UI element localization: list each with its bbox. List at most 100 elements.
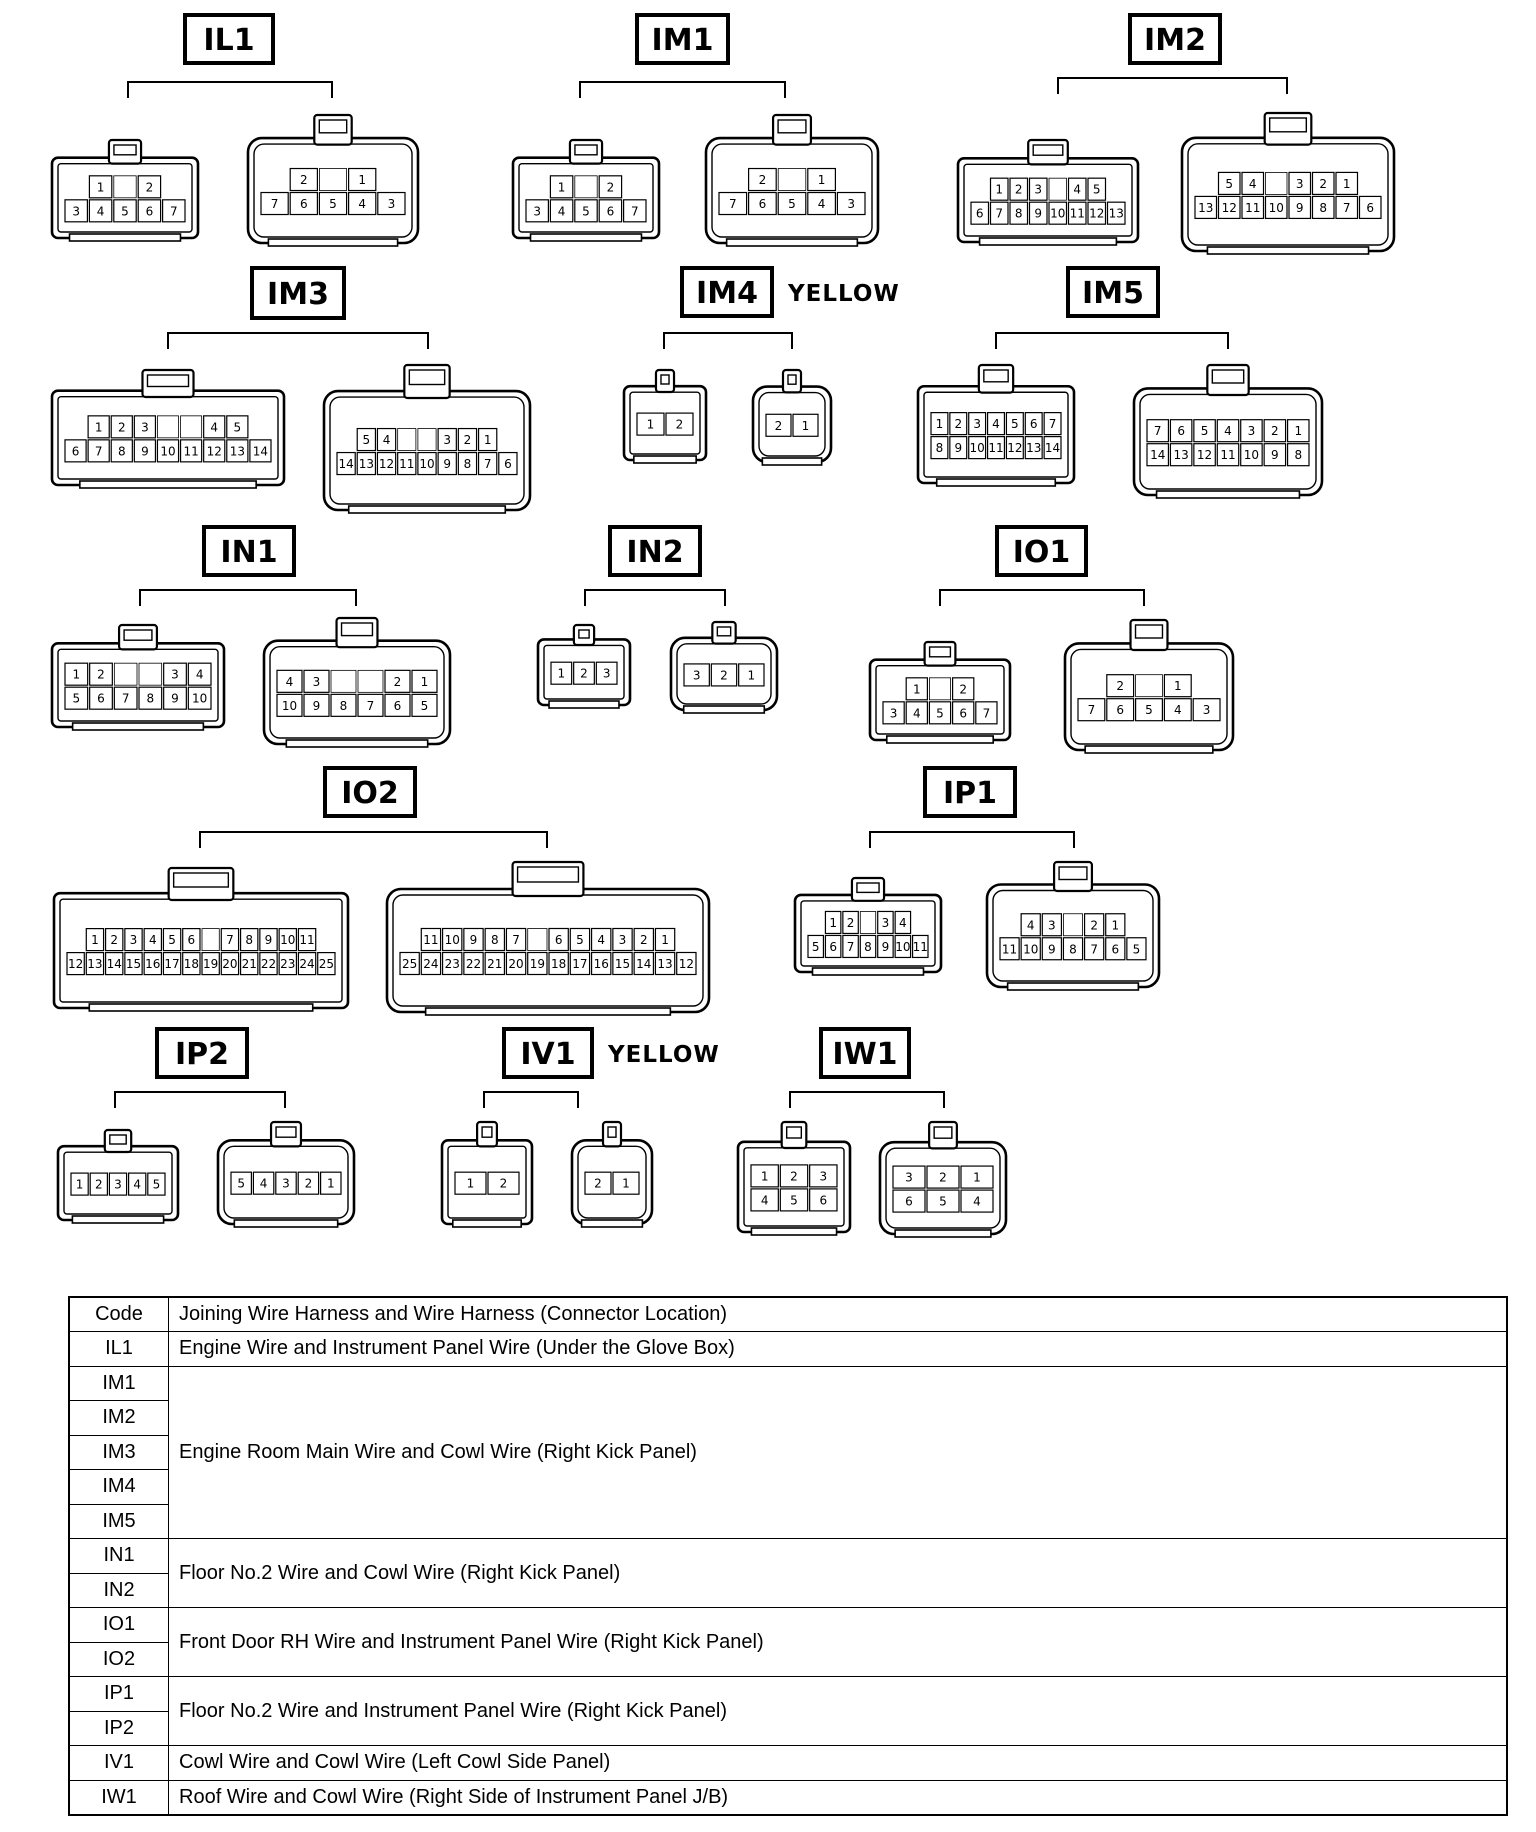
connector-blank-cavity (113, 175, 137, 199)
connector-pin-number: 10 (1023, 942, 1038, 956)
connector-pin-cell (1192, 698, 1221, 722)
connector-pin-number: 11 (913, 940, 928, 954)
connector-pin-cell (676, 951, 697, 976)
connector-pin-cell (441, 951, 463, 976)
connector-pin-number: 11 (988, 441, 1003, 455)
connector-pin-cell (573, 661, 595, 685)
connector-pin-number: 3 (973, 417, 981, 431)
connector-pin-number: 7 (983, 706, 991, 720)
connector-pin-number: 1 (661, 933, 669, 947)
connector-latch (103, 1128, 133, 1154)
connector-pin-number: 6 (72, 444, 80, 458)
connector-code-box (155, 1027, 249, 1079)
connector-bottom-tab (935, 478, 1057, 487)
connector-pin-number: 11 (1220, 448, 1235, 462)
connector-latch (771, 113, 813, 146)
connector-pin-cell (612, 951, 633, 976)
connector-pin-number: 5 (234, 420, 242, 434)
connector-pin-cell (441, 927, 463, 952)
connector-pin-cell (747, 167, 777, 192)
connector-pin-cell (463, 951, 484, 976)
connector-pin-number: 12 (1197, 448, 1212, 462)
connector-pin-number: 9 (171, 692, 179, 706)
connector-pin-cell (665, 412, 694, 436)
connector-pin-number: 4 (992, 417, 1000, 431)
connector-pin-number: 6 (829, 940, 837, 954)
connector-pin-cell (710, 663, 738, 687)
connector-code-label: IW1 (832, 1037, 897, 1072)
connector-pair-bracket (199, 831, 548, 848)
connector-pin-cell (318, 191, 348, 216)
connector-pin-number: 4 (1224, 424, 1232, 438)
table-row: IP1 Floor No.2 Wire and Instrument Panel… (68, 1676, 1508, 1746)
connector-pin-cell (276, 693, 303, 717)
connector-pin-number: 1 (421, 675, 429, 689)
connector-pin-number: 1 (913, 682, 921, 696)
connector-pin-cell (1067, 177, 1087, 201)
connector-pin-number: 8 (340, 699, 348, 713)
connector-pin-number: 15 (126, 957, 141, 971)
connector-pin-number: 2 (759, 173, 767, 187)
connector-pin-number: 6 (504, 457, 512, 471)
connector-pin-cell (1041, 913, 1063, 937)
connector-pin-number: 1 (647, 418, 655, 432)
connector-blank-cavity (527, 928, 548, 951)
connector-pin-number: 1 (95, 420, 103, 434)
connector-pin-number: 3 (388, 197, 396, 211)
table-row: IN2 (68, 1572, 1507, 1608)
connector-latch-slot (1211, 369, 1245, 384)
connector-pin-cell (654, 927, 676, 952)
connector-pin-number: 6 (976, 207, 984, 221)
connector-code-label: IO1 (1013, 535, 1071, 570)
connector-pin-number: 1 (1343, 177, 1351, 191)
connector-pin-cell (143, 927, 163, 952)
connector-pin-cell (1083, 913, 1105, 937)
connector-pin-number: 7 (226, 933, 234, 947)
connector-pin-cell (527, 951, 548, 976)
connector-pin-cell (892, 1165, 926, 1189)
connector-pin-cell (951, 701, 975, 725)
connector-pin-number: 7 (1154, 424, 1162, 438)
connector-pin-cell (249, 439, 272, 463)
connector-pin-cell (622, 199, 647, 223)
connector-pin-cell (569, 951, 591, 976)
connector-pin-cell (64, 662, 89, 686)
connector-pin-number: 2 (580, 667, 588, 681)
connector-pin-number: 8 (464, 457, 472, 471)
connector-pin-cell (738, 663, 765, 687)
connector-latch-slot (275, 1126, 297, 1138)
connector-pin-cell (1263, 443, 1287, 467)
connector-pin-number: 5 (1093, 183, 1101, 197)
connector-latch-slot (481, 1126, 493, 1138)
connector-latch (572, 623, 596, 647)
connector-pin-cell (1193, 419, 1216, 443)
connector-bottom-tab (894, 1229, 992, 1238)
connector-bottom-tab (725, 238, 859, 247)
connector-latch-slot (340, 622, 374, 637)
connector-pin-number: 18 (551, 957, 566, 971)
connector-code-label: IL1 (203, 23, 254, 58)
connector-pin-number: 8 (864, 940, 872, 954)
connector-pin-number: 10 (1269, 201, 1284, 215)
connector-latch (928, 1120, 958, 1150)
connector-pin-cell (1024, 412, 1043, 436)
connector-pin-cell (1005, 412, 1024, 436)
connector-bottom-tab (1006, 982, 1140, 991)
connector-pin-number: 6 (959, 706, 967, 720)
connector-pin-number: 6 (1111, 942, 1119, 956)
connector-pin-number: 7 (631, 204, 639, 218)
connector-pin-cell (1311, 195, 1335, 220)
connector-code-box (1128, 13, 1222, 65)
connector-pin-cell (1126, 937, 1147, 961)
connector-pin-cell (1134, 698, 1163, 722)
connector-pin-cell (1062, 937, 1084, 961)
connector-pin-number: 4 (260, 1177, 268, 1191)
table-row: IM2 (68, 1400, 1507, 1436)
